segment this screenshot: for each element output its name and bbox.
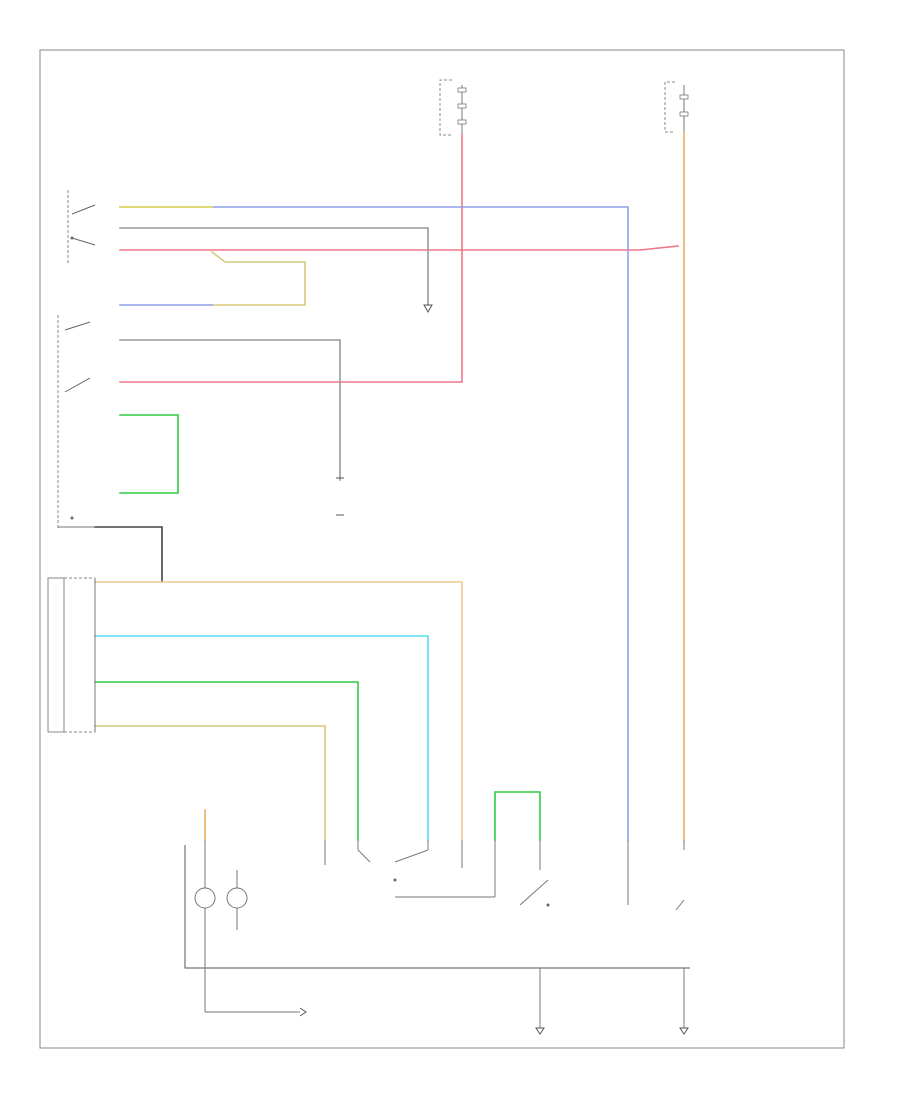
ground-center xyxy=(423,304,433,314)
wire-green-loop xyxy=(119,414,179,494)
ground-bottom-left xyxy=(204,968,307,1017)
wire-tan-loop xyxy=(210,250,306,306)
wire-tan-lower xyxy=(94,725,326,841)
washer-pump-lamp-2 xyxy=(226,887,248,909)
diagram-border xyxy=(39,49,845,1049)
wire-gray-mid xyxy=(119,339,341,481)
wire-dark xyxy=(94,526,163,583)
wire-green-lower xyxy=(94,681,359,841)
ground-bottom-right xyxy=(679,968,689,1035)
multifunction-switch xyxy=(57,315,95,530)
wire-blue xyxy=(119,206,629,841)
wire-red-main xyxy=(119,134,463,383)
wire-red-cross xyxy=(119,245,679,251)
washer-pump-lamp-1 xyxy=(194,887,216,909)
wiper-motor-switch xyxy=(324,849,685,911)
fuse-box-right xyxy=(664,81,689,133)
wire-gray-top xyxy=(119,227,429,306)
ground-bottom-center xyxy=(535,968,545,1035)
bottom-connector-row xyxy=(204,840,685,850)
fuse-box-top xyxy=(439,79,467,136)
washer-pump xyxy=(184,845,690,969)
wire-cyan xyxy=(94,635,429,841)
wire-green-short xyxy=(494,791,541,841)
wiper-motor-module xyxy=(47,577,96,733)
wiper-washer-switch xyxy=(67,190,96,265)
wire-peach xyxy=(94,581,463,841)
